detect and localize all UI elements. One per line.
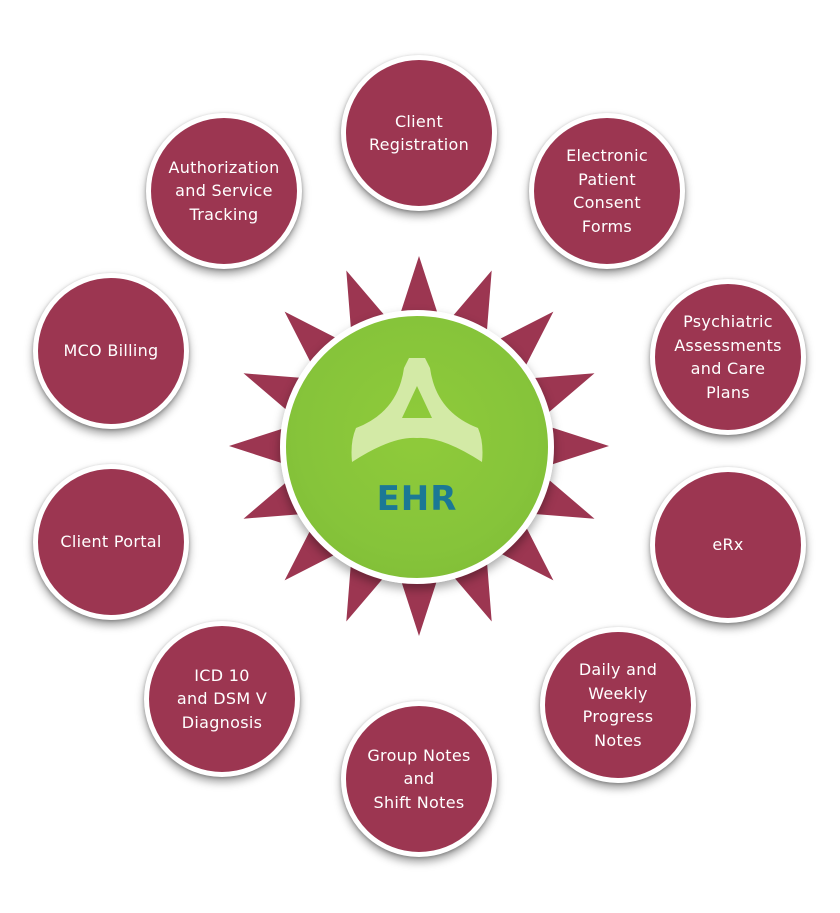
electronic-patient-consent-forms-node[interactable]: Electronic Patient Consent Forms bbox=[529, 113, 685, 269]
node-label: eRx bbox=[712, 535, 744, 555]
node-label: Electronic Patient Consent Forms bbox=[566, 146, 648, 236]
client-portal-node[interactable]: Client Portal bbox=[33, 464, 189, 620]
ehr-hub-circle[interactable]: EHR bbox=[280, 310, 554, 584]
node-label: Psychiatric Assessments and Care Plans bbox=[674, 312, 782, 402]
node-label: MCO Billing bbox=[63, 341, 159, 361]
node-label: Client Registration bbox=[368, 111, 470, 155]
erx-node[interactable]: eRx bbox=[650, 467, 806, 623]
node-label: Client Portal bbox=[60, 532, 162, 552]
group-shift-notes-node[interactable]: Group Notes and Shift Notes bbox=[341, 701, 497, 857]
client-registration-node[interactable]: Client Registration bbox=[341, 55, 497, 211]
node-label: Authorization and Service Tracking bbox=[168, 157, 280, 224]
node-label: Group Notes and Shift Notes bbox=[367, 745, 471, 812]
psychiatric-assessments-node[interactable]: Psychiatric Assessments and Care Plans bbox=[650, 279, 806, 435]
node-label: Daily and Weekly Progress Notes bbox=[578, 660, 658, 750]
node-label: ICD 10 and DSM V Diagnosis bbox=[176, 665, 268, 732]
hub-title: EHR bbox=[376, 479, 458, 519]
mco-billing-node[interactable]: MCO Billing bbox=[33, 273, 189, 429]
triangle-arch-logo-icon bbox=[351, 358, 483, 462]
authorization-tracking-node[interactable]: Authorization and Service Tracking bbox=[146, 113, 302, 269]
icd-dsm-diagnosis-node[interactable]: ICD 10 and DSM V Diagnosis bbox=[144, 621, 300, 777]
progress-notes-node[interactable]: Daily and Weekly Progress Notes bbox=[540, 627, 696, 783]
